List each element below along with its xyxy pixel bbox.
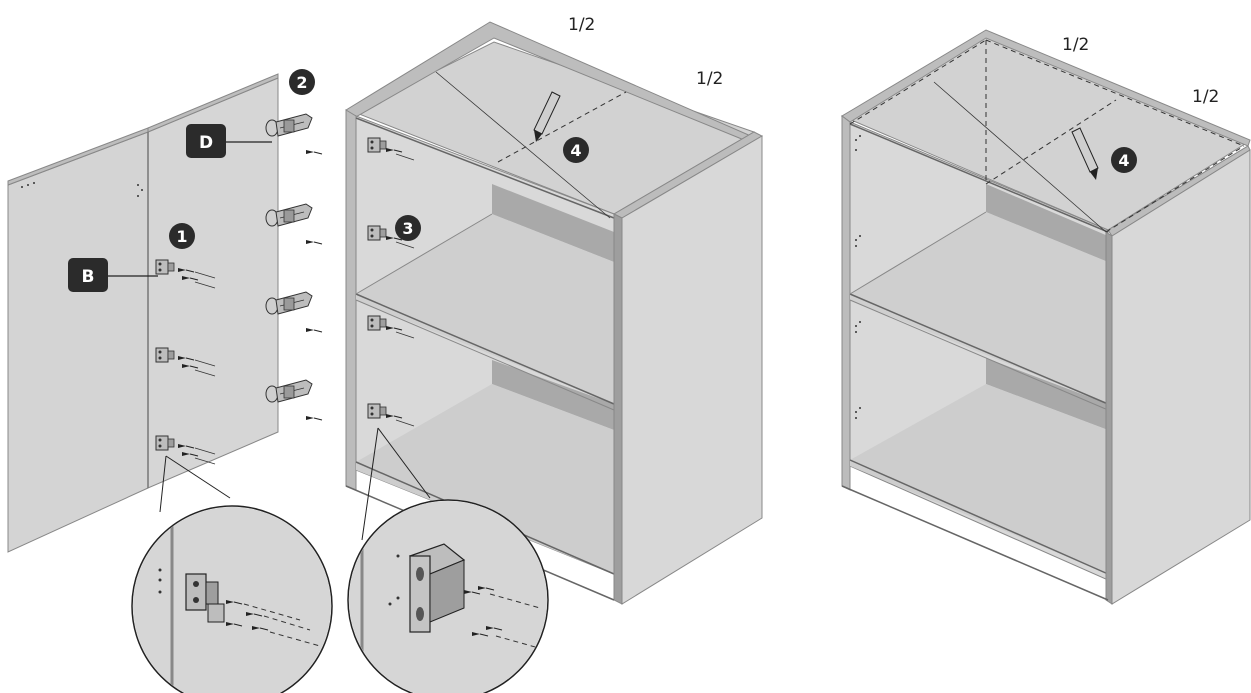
- zoom-detail-mounting-plate: [347, 427, 549, 693]
- part-b-label: [68, 258, 108, 292]
- step-1-number: 1: [176, 227, 187, 246]
- half-label-a: 1/2: [568, 15, 595, 35]
- step-1-badge: [169, 223, 195, 249]
- step-3-badge: [395, 215, 421, 241]
- step-3-number: 3: [402, 219, 413, 238]
- part-b-text: B: [82, 267, 95, 287]
- step-4-badge-right: [1111, 147, 1137, 173]
- zoom-detail-door-hinge: [131, 455, 333, 693]
- cabinet-marked: [840, 29, 1251, 605]
- half-label-b: 1/2: [696, 69, 723, 89]
- door-panels: [7, 73, 279, 553]
- half-label-d: 1/2: [1192, 87, 1219, 107]
- step-4-badge-left: [563, 137, 589, 163]
- pencil-icon: [533, 91, 561, 142]
- step-2-number: 2: [296, 73, 307, 92]
- part-d-label: [186, 124, 226, 158]
- half-label-c: 1/2: [1062, 35, 1089, 55]
- pencil-icon: [1071, 127, 1099, 180]
- screw-icon: [305, 149, 323, 421]
- step-4-number-right: 4: [1118, 151, 1129, 170]
- step-4-number-left: 4: [570, 141, 581, 160]
- step-2-badge: [289, 69, 315, 95]
- part-d-text: D: [199, 133, 213, 153]
